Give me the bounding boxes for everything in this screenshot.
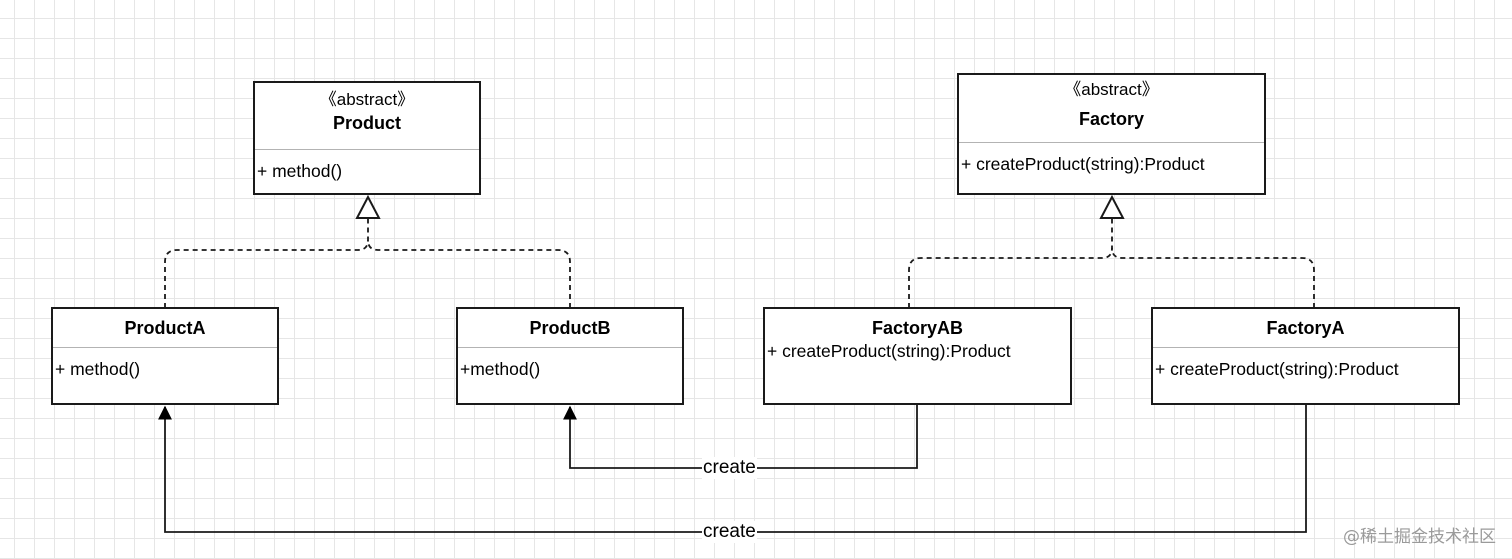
class-method: + createProduct(string):Product	[1155, 359, 1399, 379]
class-method: + method()	[257, 161, 343, 181]
class-producta-header: ProductA	[53, 309, 277, 347]
class-factory-header: 《abstract》 Factory	[959, 75, 1264, 142]
class-method: + createProduct(string):Product	[767, 341, 1011, 361]
divider	[53, 347, 277, 348]
create-label-factorya: create	[702, 521, 757, 543]
class-name: Product	[332, 113, 401, 133]
class-factory[interactable]: 《abstract》 Factory + createProduct(strin…	[957, 73, 1266, 195]
create-label-factoryab: create	[702, 457, 757, 479]
class-factorya[interactable]: FactoryA + createProduct(string):Product	[1151, 307, 1460, 405]
class-method: + createProduct(string):Product	[961, 154, 1205, 174]
watermark-text: @稀土掘金技术社区	[1343, 527, 1496, 547]
realization-arrow-product	[355, 194, 381, 219]
divider	[255, 149, 479, 150]
stereotype-label: 《abstract》	[319, 90, 415, 109]
realization-edge-productb	[367, 239, 571, 308]
class-name: ProductA	[124, 318, 206, 338]
class-productb[interactable]: ProductB +method()	[456, 307, 684, 405]
divider	[1153, 347, 1458, 348]
class-factorya-header: FactoryA	[1153, 309, 1458, 347]
divider	[458, 347, 682, 348]
class-name: ProductB	[529, 318, 611, 338]
class-method: + method()	[55, 359, 141, 379]
class-name: FactoryAB	[871, 318, 964, 338]
class-product-header: 《abstract》 Product	[255, 83, 479, 149]
realization-arrow-factory	[1099, 194, 1125, 219]
divider	[959, 142, 1264, 143]
class-productb-header: ProductB	[458, 309, 682, 347]
class-name: FactoryA	[1266, 318, 1345, 338]
realization-edge-factorya	[1111, 247, 1315, 308]
class-name: Factory	[1078, 109, 1145, 129]
class-producta[interactable]: ProductA + method()	[51, 307, 279, 405]
realization-edge-factoryab	[908, 218, 1113, 308]
realization-edge-producta	[164, 218, 369, 308]
class-method: +method()	[460, 359, 541, 379]
stereotype-label: 《abstract》	[1064, 80, 1159, 99]
class-factoryab-header: FactoryAB	[765, 309, 1070, 340]
class-factoryab[interactable]: FactoryAB + createProduct(string):Produc…	[763, 307, 1072, 405]
class-product[interactable]: 《abstract》 Product + method()	[253, 81, 481, 195]
